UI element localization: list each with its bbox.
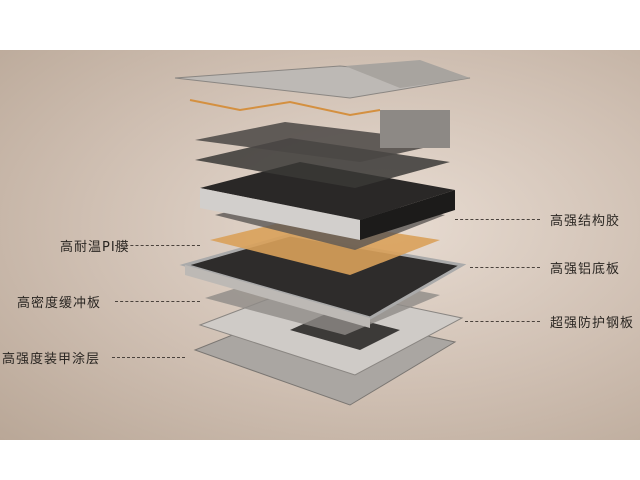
label-pi-film: 高耐温PI膜 [60,240,130,255]
label-steel-plate: 超强防护钢板 [550,316,635,331]
leader-line [112,357,185,358]
label-armor-coating: 高强度装甲涂层 [2,352,101,367]
leader-line [465,321,540,322]
label-buffer-plate: 高密度缓冲板 [17,296,102,311]
cell-modules [200,162,455,220]
leader-line [115,245,200,246]
leader-line [455,219,540,220]
leader-line [115,301,200,302]
label-aluminum-base: 高强铝底板 [550,262,621,277]
label-structural-glue: 高强结构胶 [550,214,621,229]
battery-exploded-diagram: 高耐温PI膜 高密度缓冲板 高强度装甲涂层 高强结构胶 高强铝底板 超强防护钢板 [0,50,640,440]
battery-layers-illustration [174,60,471,406]
leader-line [470,267,540,268]
